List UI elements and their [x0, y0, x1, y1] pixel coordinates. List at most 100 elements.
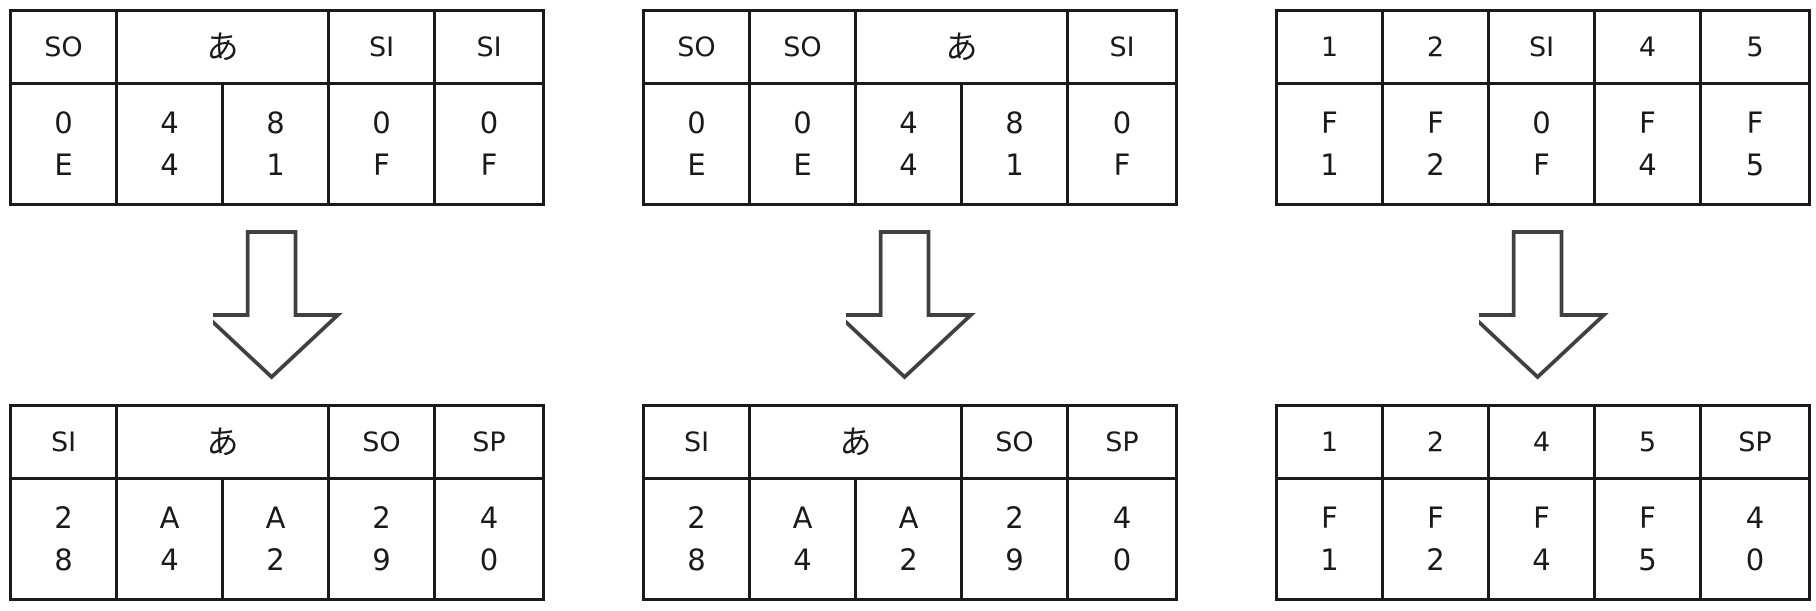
header-cell-double-byte: あ — [857, 12, 1069, 85]
byte-low-digit: 1 — [1320, 543, 1339, 577]
byte-high-digit: F — [1639, 106, 1656, 140]
byte-low-digit: 2 — [1426, 148, 1445, 182]
header-cell: SI — [645, 407, 751, 480]
byte-high-digit: 2 — [687, 501, 706, 535]
byte-high-digit: A — [792, 501, 813, 535]
byte-low-digit: 4 — [160, 148, 179, 182]
header-cell: SI — [1069, 12, 1175, 85]
byte-low-digit: 5 — [1745, 148, 1765, 182]
byte-high-digit: 0 — [372, 106, 391, 140]
header-cell: SP — [1702, 407, 1808, 480]
byte-high-digit: F — [1321, 501, 1338, 535]
header-cell: SO — [963, 407, 1069, 480]
header-cell: SO — [12, 12, 118, 85]
byte-high-digit: 0 — [793, 106, 812, 140]
header-cell-double-byte: あ — [118, 407, 330, 480]
byte-high-digit: 2 — [372, 501, 391, 535]
byte-low-digit: 8 — [54, 543, 73, 577]
byte-high-digit: F — [1746, 106, 1764, 140]
byte-low-digit: 9 — [372, 543, 391, 577]
byte-high-digit: 8 — [1005, 106, 1024, 140]
byte-low-digit: 0 — [479, 543, 499, 577]
byte-low-digit: E — [793, 148, 812, 182]
byte-high-digit: 0 — [54, 106, 73, 140]
byte-low-digit: 2 — [899, 543, 918, 577]
byte-high-digit: 4 — [899, 106, 918, 140]
header-cell: SO — [751, 12, 857, 85]
byte-low-digit: 8 — [687, 543, 706, 577]
byte-high-digit: F — [1321, 106, 1338, 140]
byte-low-digit: 4 — [793, 543, 812, 577]
byte-low-digit: 2 — [266, 543, 285, 577]
byte-high-digit: A — [159, 501, 180, 535]
byte-high-digit: F — [1639, 501, 1656, 535]
header-cell: 2 — [1384, 407, 1490, 480]
byte-high-digit: 8 — [266, 106, 285, 140]
byte-high-digit: F — [1427, 501, 1444, 535]
header-cell: 1 — [1278, 407, 1384, 480]
header-cell: 5 — [1596, 407, 1702, 480]
header-cell: 1 — [1278, 12, 1384, 85]
byte-high-digit: 4 — [1112, 501, 1132, 535]
header-cell: SP — [1069, 407, 1175, 480]
byte-high-digit: F — [1427, 106, 1444, 140]
byte-high-digit: 0 — [479, 106, 499, 140]
byte-high-digit: A — [898, 501, 919, 535]
byte-high-digit: 0 — [1112, 106, 1132, 140]
header-cell-double-byte: あ — [751, 407, 963, 480]
byte-high-digit: F — [1533, 501, 1550, 535]
header-cell: SO — [645, 12, 751, 85]
header-cell: SI — [330, 12, 436, 85]
byte-low-digit: 0 — [1112, 543, 1132, 577]
byte-low-digit: 4 — [160, 543, 179, 577]
byte-low-digit: F — [373, 148, 390, 182]
byte-high-digit: 0 — [687, 106, 706, 140]
header-cell: SP — [436, 407, 542, 480]
byte-low-digit: 4 — [1532, 543, 1551, 577]
header-cell: SO — [330, 407, 436, 480]
byte-low-digit: 1 — [1005, 148, 1024, 182]
header-cell: SI — [436, 12, 542, 85]
header-cell: 2 — [1384, 12, 1490, 85]
byte-low-digit: E — [687, 148, 706, 182]
byte-high-digit: 0 — [1532, 106, 1551, 140]
byte-low-digit: 1 — [1320, 148, 1339, 182]
down-arrow-icon — [213, 230, 343, 380]
byte-high-digit: 4 — [479, 501, 499, 535]
header-cell: 5 — [1702, 12, 1808, 85]
byte-low-digit: 2 — [1426, 543, 1445, 577]
byte-low-digit: F — [1533, 148, 1550, 182]
header-cell: SI — [12, 407, 118, 480]
header-cell: 4 — [1490, 407, 1596, 480]
header-cell: 4 — [1596, 12, 1702, 85]
byte-high-digit: 4 — [160, 106, 179, 140]
